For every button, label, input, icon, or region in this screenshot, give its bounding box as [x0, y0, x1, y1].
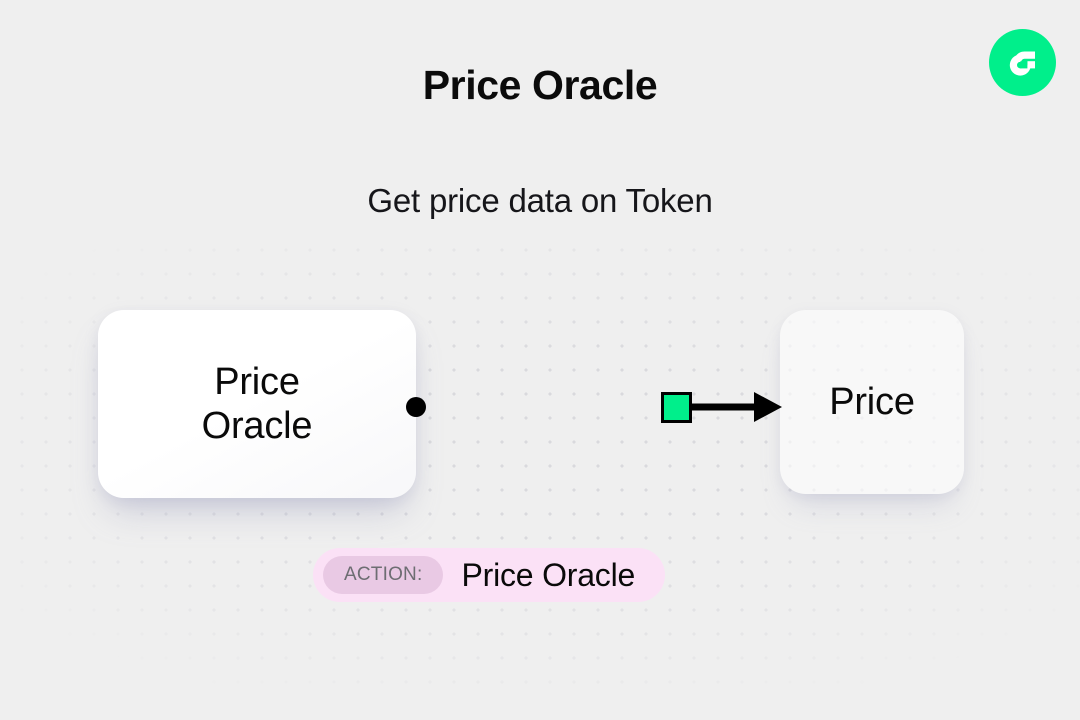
flow-node-source[interactable]: Price Oracle	[98, 310, 416, 498]
flow-node-target[interactable]: Price	[780, 310, 964, 494]
flow-logo-icon	[989, 29, 1056, 96]
edge-status-square-icon[interactable]	[661, 392, 692, 423]
action-value: Price Oracle	[461, 556, 636, 593]
action-bar: ACTION: Price Oracle	[313, 548, 666, 602]
page-title: Price Oracle	[422, 62, 658, 108]
action-label-badge: ACTION:	[323, 556, 444, 594]
edge-arrow-icon	[754, 392, 782, 422]
flow-node-source-label-line-1: Price	[214, 360, 300, 403]
page-subtitle: Get price data on Token	[367, 182, 713, 219]
flow-node-source-label: Price Oracle	[202, 360, 313, 449]
flow-node-target-label: Price	[829, 380, 915, 423]
flow-node-source-label-line-2: Oracle	[201, 405, 313, 447]
